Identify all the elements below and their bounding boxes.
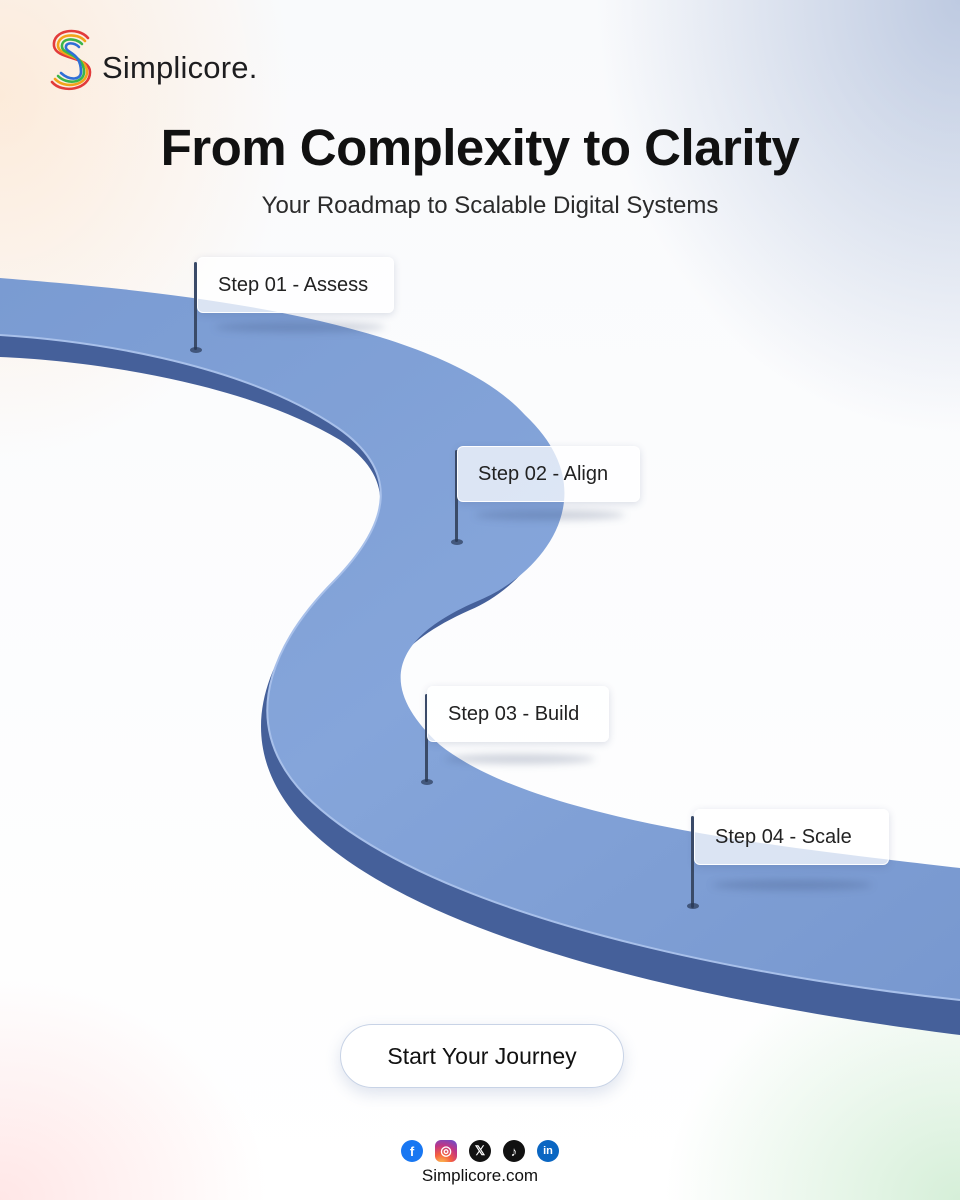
flag-pole-base [421,779,433,785]
website-link[interactable]: Simplicore.com [421,1166,539,1185]
x-icon[interactable]: 𝕏 [469,1140,491,1162]
flag-pole-base [687,903,699,909]
step-label: Step 01 - Assess [218,273,369,296]
card-shadow [475,510,625,520]
social-links: f ◎ 𝕏 ♪ in [0,1140,960,1162]
page-title: From Complexity to Clarity [160,119,800,176]
step-label: Step 03 - Build [448,702,580,725]
card-shadow [712,880,872,890]
step-label: Step 02 - Align [478,462,609,485]
tiktok-icon[interactable]: ♪ [503,1140,525,1162]
start-journey-button[interactable]: Start Your Journey [340,1024,624,1088]
facebook-icon[interactable]: f [401,1140,423,1162]
step-card-align: Step 02 - Align [457,446,640,502]
card-shadow [215,322,385,332]
step-label: Step 04 - Scale [715,825,852,848]
road-surface [0,278,960,1000]
instagram-icon[interactable]: ◎ [435,1140,457,1162]
step-card-build: Step 03 - Build [427,686,609,742]
flag-pole-base [190,347,202,353]
step-card-assess: Step 01 - Assess [197,257,394,313]
page-subtitle: Your Roadmap to Scalable Digital Systems [261,192,719,219]
step-card-scale: Step 04 - Scale [694,809,889,865]
flag-pole [691,816,694,908]
road-highlight [0,334,960,1001]
linkedin-icon[interactable]: in [537,1140,559,1162]
flag-pole [455,450,458,542]
brand-logo: Simplicore. [48,28,258,94]
simplicore-logo-icon [50,29,92,91]
flag-pole-base [451,539,463,545]
card-shadow [445,754,595,764]
flag-pole [194,262,197,350]
brand-name: Simplicore. [102,50,258,85]
flag-pole [425,694,428,782]
